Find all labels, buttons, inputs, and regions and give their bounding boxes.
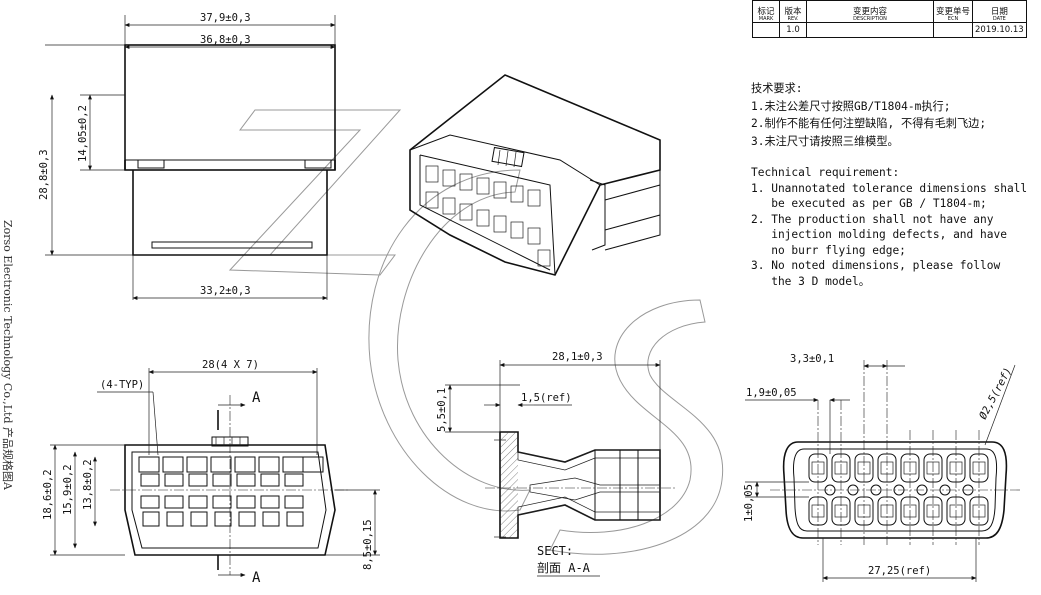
rear-view: 3,3±0,1 1,9±0,05 Ø2,5(ref) 1±0,05 27,25(… <box>743 353 1020 582</box>
requirements-en-item: 2. The production shall not have any <box>751 212 994 226</box>
requirements-en-item: no burr flying edge; <box>751 243 906 257</box>
requirements-cn-item: 3.未注尺寸请按照三维模型。 <box>751 134 899 148</box>
section-marker-bottom: A <box>252 570 261 586</box>
watermark-logo <box>228 109 724 555</box>
front-view: A A 28(4 X 7) (4-TYP) 18,6±0,2 15,9±0,2 … <box>42 359 380 586</box>
requirements-cn-item: 2.制作不能有任何注塑缺陷, 不得有毛刺飞边; <box>751 117 987 130</box>
requirements-en-item: the 3 D model。 <box>751 274 870 288</box>
dim-section-ref: 1,5(ref) <box>521 392 572 404</box>
section-caption-en: SECT: <box>537 544 573 558</box>
dim-top-height-total: 28,8±0,3 <box>38 149 50 200</box>
section-view: 28,1±0,3 5,5±0,1 1,5(ref) SECT: 剖面 A-A <box>436 351 675 577</box>
dim-top-width-bottom: 33,2±0,3 <box>200 285 251 297</box>
dim-section-width: 28,1±0,3 <box>552 351 603 363</box>
dim-front-height-mid: 15,9±0,2 <box>62 464 74 515</box>
dim-front-pitch: 28(4 X 7) <box>202 359 259 371</box>
dim-top-width-outer: 37,9±0,3 <box>200 12 251 24</box>
dim-top-height-upper: 14,05±0,2 <box>77 105 89 162</box>
dim-rear-width: 27,25(ref) <box>868 565 931 577</box>
requirements-cn-title: 技术要求: <box>751 82 803 95</box>
requirements-en-item: 1. Unannotated tolerance dimensions shal… <box>751 181 1028 195</box>
cell-date: 2019.10.13 <box>972 22 1027 38</box>
requirements-en-item: 3. No noted dimensions, please follow <box>751 259 1001 272</box>
dim-section-height: 5,5±0,1 <box>436 388 448 432</box>
requirements-en: Technical requirement: 1. Unannotated to… <box>751 165 1027 289</box>
dim-front-height-inner: 13,8±0,2 <box>82 459 94 510</box>
cell-ecn <box>933 22 973 38</box>
dim-rear-pitch: 3,3±0,1 <box>790 353 834 365</box>
dim-rear-height: 1±0,05 <box>743 484 755 522</box>
requirements-en-item: be executed as per GB / T1804-m; <box>751 197 987 210</box>
requirements-cn: 技术要求: 1.未注公差尺寸按照GB/T1804-m执行; 2.制作不能有任何注… <box>751 80 986 150</box>
dim-rear-gap: 1,9±0,05 <box>746 387 797 399</box>
dim-rear-diameter: Ø2,5(ref) <box>977 366 1014 422</box>
requirements-en-item: injection molding defects, and have <box>751 228 1007 241</box>
dim-front-height-outer: 18,6±0,2 <box>42 469 54 520</box>
dim-top-width-inner: 36,8±0,3 <box>200 34 251 46</box>
requirements-cn-item: 1.未注公差尺寸按照GB/T1804-m执行; <box>751 99 951 113</box>
dim-front-height-lower: 8,5±0,15 <box>362 519 374 570</box>
section-marker-top: A <box>252 390 261 406</box>
requirements-en-title: Technical requirement: <box>751 166 900 179</box>
dim-front-typ: (4-TYP) <box>100 379 144 391</box>
section-caption-cn: 剖面 A-A <box>537 561 591 575</box>
isometric-view <box>409 74 661 276</box>
top-view: 37,9±0,3 36,8±0,3 28,8±0,3 14,05±0,2 33,… <box>38 12 336 300</box>
company-side-text: Zorso Electronic Technology Co.,Ltd 产品规格… <box>1 220 15 491</box>
